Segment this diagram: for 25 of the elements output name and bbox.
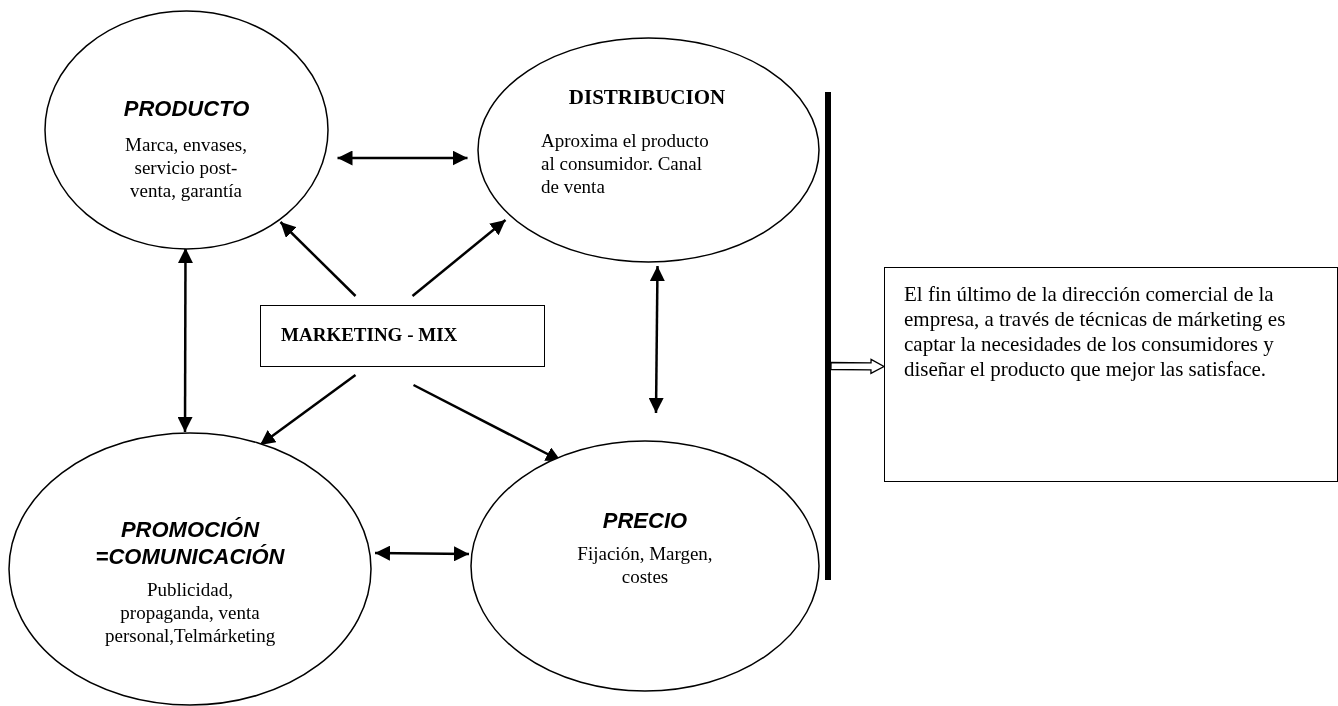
double-arrow	[375, 545, 469, 562]
double-arrow	[177, 248, 193, 432]
node-heading: DISTRIBUCION	[567, 85, 727, 110]
arrow	[411, 219, 507, 297]
node-heading: MARKETING - MIX	[280, 323, 459, 346]
divider-bar	[825, 92, 831, 580]
text-box	[884, 267, 1338, 482]
double-arrow	[337, 150, 468, 166]
concept-ellipse	[470, 440, 820, 692]
arrow	[279, 221, 357, 297]
concept-ellipse	[44, 10, 329, 250]
concept-ellipse	[477, 37, 820, 263]
node-description: Marca, envases, servicio post-venta, garantía	[124, 133, 248, 202]
title-box	[260, 305, 545, 367]
concept-ellipse	[8, 432, 372, 706]
node-heading: PRECIO	[601, 507, 689, 534]
node-heading: PRODUCTO	[122, 95, 251, 122]
block-arrow	[830, 358, 886, 375]
arrow	[259, 374, 357, 446]
node-description: Fijación, Margen, costes	[576, 542, 714, 588]
node-heading: PROMOCIÓN =COMUNICACIÓN	[94, 516, 286, 570]
node-description: Aproxima el producto al consumidor. Canal de venta	[541, 129, 710, 198]
note-text: El fin último de la dirección comercial de la empresa, a través de técnicas de márketing es captar la necesidades de los consumidores y diseñar el producto que mejor las satisface.	[904, 282, 1287, 382]
double-arrow	[648, 266, 665, 413]
node-description: Publicidad, propaganda, venta personal,Telmárketing	[105, 578, 275, 647]
